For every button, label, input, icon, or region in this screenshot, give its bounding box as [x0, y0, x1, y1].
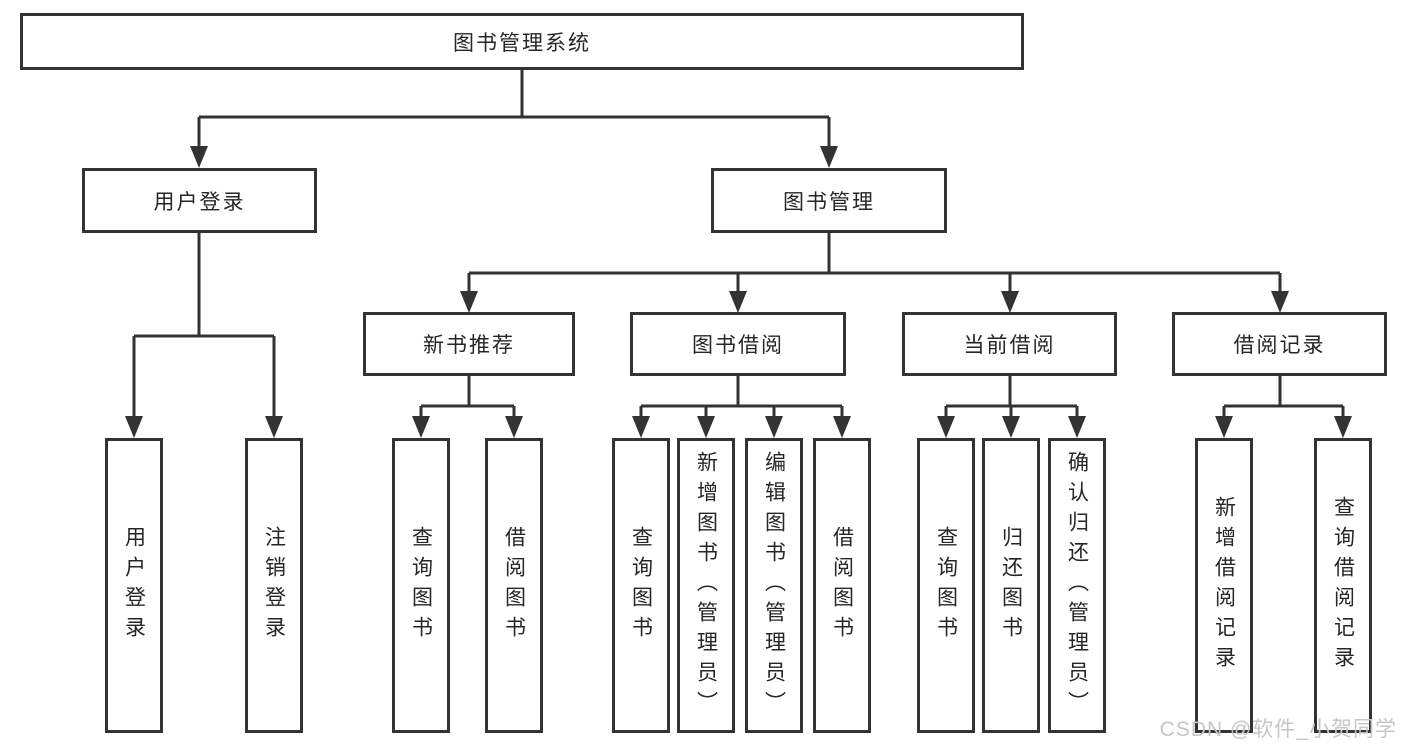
- node-current-borrowing: 当前借阅: [902, 312, 1117, 376]
- leaf-cb-return-books: 归还图书: [982, 438, 1040, 733]
- connector-newbookrec-to-leaves: [412, 376, 523, 438]
- leaf-nbr-query-books-label: 查询图书: [409, 525, 433, 646]
- connector-bookmgmt-to-level2: [460, 233, 1289, 313]
- leaf-br-query-record: 查询借阅记录: [1314, 438, 1372, 733]
- node-current-borrowing-label: 当前借阅: [963, 334, 1056, 357]
- connector-currentborrow-to-leaves: [937, 376, 1086, 438]
- leaf-cb-confirm-return-admin-label: 确认归还（管理员）: [1065, 450, 1089, 721]
- node-borrowing-records-label: 借阅记录: [1233, 334, 1326, 357]
- node-new-book-recommend-label: 新书推荐: [423, 334, 515, 357]
- leaf-logout: 注销登录: [245, 438, 303, 733]
- node-user-login-label: 用户登录: [153, 190, 246, 214]
- connector-root-to-level1: [190, 70, 838, 168]
- leaf-bb-add-books-admin: 新增图书（管理员）: [677, 438, 735, 733]
- leaf-nbr-borrow-books-label: 借阅图书: [502, 525, 526, 646]
- leaf-bb-edit-books-admin: 编辑图书（管理员）: [745, 438, 803, 733]
- leaf-cb-query-books-label: 查询图书: [934, 525, 958, 646]
- leaf-bb-borrow-books-label: 借阅图书: [830, 525, 854, 646]
- leaf-cb-query-books: 查询图书: [917, 438, 975, 733]
- leaf-logout-label: 注销登录: [262, 525, 286, 646]
- leaf-bb-add-books-admin-label: 新增图书（管理员）: [694, 450, 718, 721]
- connector-bookborrow-to-leaves: [632, 376, 851, 438]
- leaf-br-add-record: 新增借阅记录: [1195, 438, 1253, 733]
- node-root-label: 图书管理系统: [453, 31, 591, 55]
- leaf-user-login-label: 用户登录: [122, 525, 146, 646]
- leaf-nbr-borrow-books: 借阅图书: [485, 438, 543, 733]
- leaf-bb-query-books: 查询图书: [612, 438, 670, 733]
- node-borrowing-records: 借阅记录: [1172, 312, 1387, 376]
- leaf-user-login: 用户登录: [105, 438, 163, 733]
- csdn-watermark: CSDN @软件_小贺同学: [1159, 718, 1397, 741]
- leaf-cb-confirm-return-admin: 确认归还（管理员）: [1048, 438, 1106, 733]
- leaf-br-query-record-label: 查询借阅记录: [1331, 495, 1355, 676]
- leaf-bb-query-books-label: 查询图书: [629, 525, 653, 646]
- node-user-login: 用户登录: [82, 168, 317, 233]
- node-book-management: 图书管理: [711, 168, 947, 233]
- connector-borrowrecords-to-leaves: [1215, 376, 1352, 438]
- node-root-library-system: 图书管理系统: [20, 13, 1024, 70]
- leaf-bb-edit-books-admin-label: 编辑图书（管理员）: [762, 450, 786, 721]
- leaf-bb-borrow-books: 借阅图书: [813, 438, 871, 733]
- node-new-book-recommend: 新书推荐: [363, 312, 575, 376]
- connector-userlogin-to-leaves: [125, 233, 283, 438]
- node-book-borrowing-label: 图书借阅: [692, 334, 784, 357]
- node-book-management-label: 图书管理: [783, 190, 875, 214]
- leaf-nbr-query-books: 查询图书: [392, 438, 450, 733]
- node-book-borrowing: 图书借阅: [630, 312, 846, 376]
- leaf-cb-return-books-label: 归还图书: [999, 525, 1023, 646]
- leaf-br-add-record-label: 新增借阅记录: [1212, 495, 1236, 676]
